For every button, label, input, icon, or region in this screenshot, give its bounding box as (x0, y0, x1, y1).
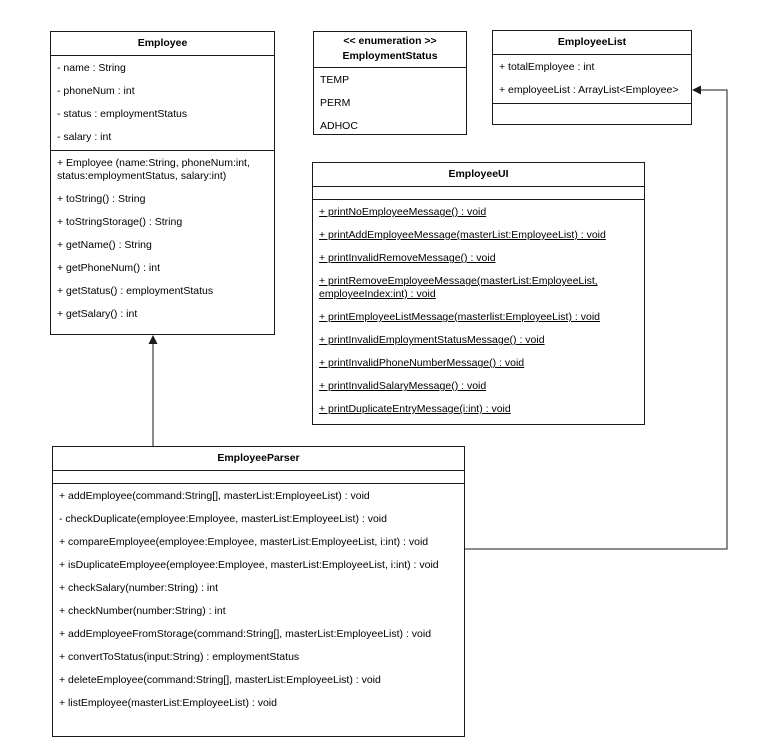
enum-value: TEMP (320, 74, 350, 86)
attribute: - phoneNum : int (57, 85, 135, 97)
method: + toStringStorage() : String (57, 216, 183, 228)
method: + toString() : String (57, 193, 146, 205)
enum-value: PERM (320, 97, 351, 109)
method: + getPhoneNum() : int (57, 262, 161, 274)
enum-value: ADHOC (320, 120, 358, 132)
enum-values-section: TEMP PERM ADHOC (314, 67, 466, 134)
employee-list-methods-section-empty (493, 103, 691, 124)
class-title-employee-ui: EmployeeUI (448, 168, 509, 180)
method: + printInvalidEmploymentStatusMessage() … (319, 334, 545, 346)
method: + printInvalidSalaryMessage() : void (319, 380, 487, 392)
employee-parser-methods-section: + addEmployee(command:String[], masterLi… (53, 483, 464, 736)
method: + printInvalidPhoneNumberMessage() : voi… (319, 357, 525, 369)
employee-ui-attributes-section-empty (313, 186, 644, 199)
method: + Employee (name:String, phoneNum:int, s… (57, 157, 250, 182)
attribute: - salary : int (57, 131, 112, 143)
method: + getStatus() : employmentStatus (57, 285, 214, 297)
employee-ui-methods-section: + printNoEmployeeMessage() : void + prin… (313, 199, 644, 424)
method: + printInvalidRemoveMessage() : void (319, 252, 496, 264)
method: + convertToStatus(input:String) : employ… (59, 651, 300, 663)
method: + deleteEmployee(command:String[], maste… (59, 674, 381, 686)
enum-name: EmploymentStatus (342, 50, 438, 62)
method: + checkNumber(number:String) : int (59, 605, 226, 617)
connector-parser-to-employee[interactable] (148, 335, 158, 446)
class-box-employee-list[interactable]: EmployeeList + totalEmployee : int + emp… (492, 30, 692, 125)
method: + printNoEmployeeMessage() : void (319, 206, 487, 218)
method: + printRemoveEmployeeMessage(masterList:… (319, 275, 598, 300)
method: + getName() : String (57, 239, 152, 251)
enum-stereotype: << enumeration >> (343, 35, 437, 47)
method: + listEmployee(masterList:EmployeeList) … (59, 697, 277, 709)
method: + printDuplicateEntryMessage(i:int) : vo… (319, 403, 511, 415)
method: - checkDuplicate(employee:Employee, mast… (59, 513, 387, 525)
attribute: - name : String (57, 62, 126, 74)
enum-title: << enumeration >> EmploymentStatus (314, 32, 466, 67)
attribute: + employeeList : ArrayList<Employee> (499, 84, 679, 96)
class-box-employee[interactable]: Employee - name : String - phoneNum : in… (50, 31, 275, 335)
method: + printAddEmployeeMessage(masterList:Emp… (319, 229, 606, 241)
employee-attributes-section: - name : String - phoneNum : int - statu… (51, 55, 274, 150)
attribute: + totalEmployee : int (499, 61, 595, 73)
employee-parser-attributes-section-empty (53, 470, 464, 483)
method: + printEmployeeListMessage(masterlist:Em… (319, 311, 600, 323)
arrowhead-left-icon (692, 85, 701, 95)
method: + isDuplicateEmployee(employee:Employee,… (59, 559, 439, 571)
method: + checkSalary(number:String) : int (59, 582, 219, 594)
method: + compareEmployee(employee:Employee, mas… (59, 536, 429, 548)
enum-box-employment-status[interactable]: << enumeration >> EmploymentStatus TEMP … (313, 31, 467, 135)
method: + getSalary() : int (57, 308, 138, 320)
method: + addEmployee(command:String[], masterLi… (59, 490, 370, 502)
class-title-employee: Employee (137, 37, 188, 49)
attribute: - status : employmentStatus (57, 108, 188, 120)
class-title-employee-parser: EmployeeParser (217, 452, 300, 464)
arrowhead-up-icon (148, 335, 158, 344)
class-box-employee-parser[interactable]: EmployeeParser + addEmployee(command:Str… (52, 446, 465, 737)
class-box-employee-ui[interactable]: EmployeeUI + printNoEmployeeMessage() : … (312, 162, 645, 425)
employee-list-attributes-section: + totalEmployee : int + employeeList : A… (493, 54, 691, 103)
method: + addEmployeeFromStorage(command:String[… (59, 628, 432, 640)
class-title-employee-list: EmployeeList (557, 36, 627, 48)
employee-methods-section: + Employee (name:String, phoneNum:int, s… (51, 150, 274, 334)
